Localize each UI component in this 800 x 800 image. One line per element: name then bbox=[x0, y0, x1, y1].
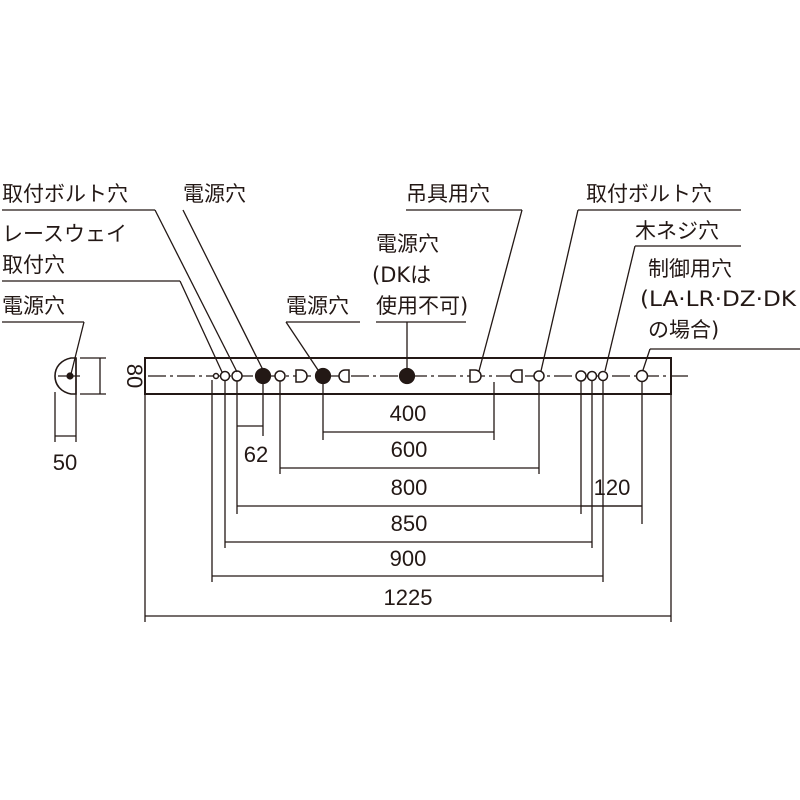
mount-bolt-hole-right bbox=[533, 370, 545, 382]
wood-screw-hole-left bbox=[231, 370, 243, 382]
leader-power-mid bbox=[285, 321, 319, 371]
dim-50-value: 50 bbox=[53, 450, 77, 475]
dimension-values: 80 50 62 400 600 800 120 850 900 1225 bbox=[53, 364, 631, 610]
dim-1225-value: 1225 bbox=[384, 585, 433, 610]
label-power-dk-line3: 使用不可) bbox=[376, 294, 468, 318]
power-hole-1 bbox=[254, 367, 272, 385]
dim-900-value: 900 bbox=[390, 546, 427, 571]
label-raceway-line1: レースウェイ bbox=[2, 222, 127, 246]
dim-400-value: 400 bbox=[390, 401, 427, 426]
raceway-hole bbox=[212, 372, 220, 380]
dim-80-value: 80 bbox=[122, 364, 147, 388]
hanger-hole-left bbox=[295, 369, 308, 383]
dim-800-value: 800 bbox=[391, 475, 428, 500]
hanger-hole-right-2 bbox=[510, 369, 523, 383]
label-hanger-hole: 吊具用穴 bbox=[406, 182, 490, 206]
dim-62-value: 62 bbox=[244, 442, 268, 467]
mount-bolt-hole-left bbox=[219, 370, 231, 382]
label-control-line3: の場合) bbox=[648, 318, 719, 342]
control-hole-2 bbox=[635, 369, 649, 383]
aux-hole-2 bbox=[575, 370, 587, 382]
leader-hanger bbox=[478, 209, 523, 372]
leader-raceway bbox=[179, 280, 223, 373]
leader-power-top bbox=[182, 209, 264, 371]
label-power-hole-top: 電源穴 bbox=[183, 182, 246, 206]
hanger-hole-right bbox=[469, 369, 482, 383]
end-view bbox=[2, 321, 106, 442]
label-power-dk-line2: (DKは bbox=[372, 263, 431, 287]
label-mount-bolt-hole-right: 取付ボルト穴 bbox=[586, 182, 712, 206]
power-hole-2 bbox=[314, 367, 332, 385]
label-control-line2: (LA·LR·DZ·DK bbox=[640, 287, 797, 311]
leaders bbox=[2, 209, 800, 373]
wood-screw-hole-right bbox=[586, 370, 598, 382]
callout-labels: 取付ボルト穴 電源穴 吊具用穴 取付ボルト穴 レースウェイ 取付穴 電源穴 (D… bbox=[2, 182, 797, 342]
leader-bolt-left bbox=[154, 209, 238, 373]
aux-hole-1 bbox=[274, 370, 286, 382]
dim-850-value: 850 bbox=[391, 511, 428, 536]
label-power-dk-line1: 電源穴 bbox=[376, 232, 439, 256]
label-mount-bolt-hole-left: 取付ボルト穴 bbox=[2, 182, 128, 206]
dimension-lines bbox=[145, 425, 671, 617]
power-hole-dk bbox=[398, 367, 416, 385]
control-hole-1 bbox=[597, 370, 609, 382]
dim-600-value: 600 bbox=[391, 437, 428, 462]
leader-wood bbox=[604, 245, 636, 372]
label-power-hole-mid: 電源穴 bbox=[286, 294, 349, 318]
label-power-hole-side: 電源穴 bbox=[2, 294, 65, 318]
dim-120-value: 120 bbox=[594, 475, 631, 500]
leader-bolt-right bbox=[540, 209, 579, 372]
leader-power-side bbox=[70, 321, 85, 375]
label-control-line1: 制御用穴 bbox=[648, 257, 732, 281]
extension-lines bbox=[144, 380, 672, 622]
leader-control bbox=[642, 348, 651, 371]
end-view-outline bbox=[54, 357, 77, 395]
label-raceway-line2: 取付穴 bbox=[2, 253, 65, 277]
label-wood-screw-hole: 木ネジ穴 bbox=[635, 219, 719, 243]
holes bbox=[212, 367, 649, 385]
hanger-hole-left-2 bbox=[338, 369, 350, 383]
